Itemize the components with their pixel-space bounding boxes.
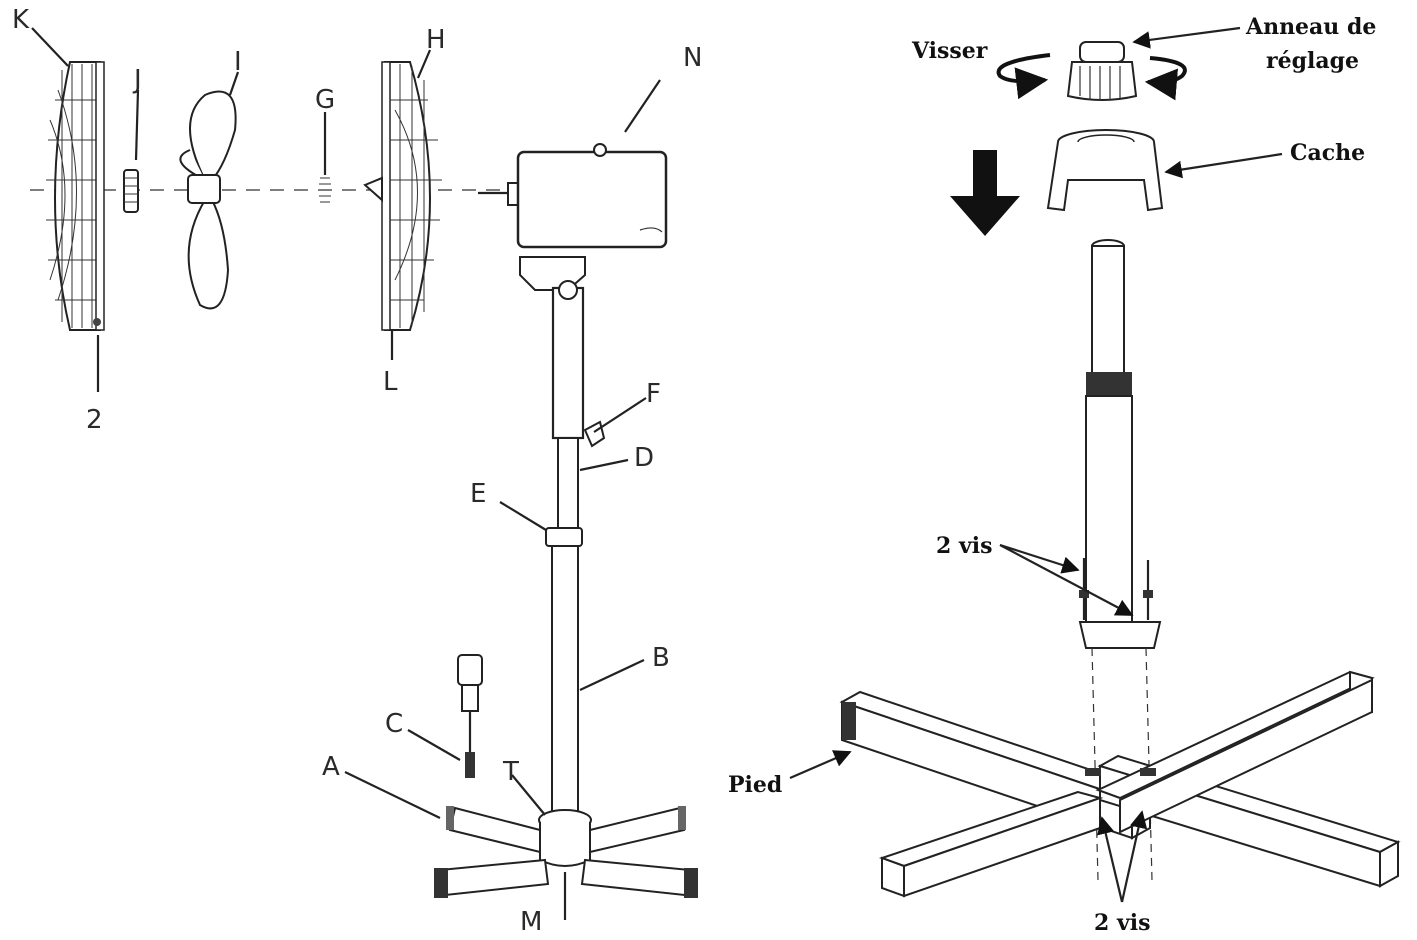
adjustment-ring bbox=[1066, 41, 1138, 101]
front-grille bbox=[46, 61, 105, 331]
vis-top-arrow-1 bbox=[999, 543, 1080, 574]
label-F: F bbox=[646, 379, 661, 409]
height-collar bbox=[545, 527, 583, 547]
label-N: N bbox=[683, 43, 702, 73]
label-E: E bbox=[470, 479, 486, 509]
rear-grille bbox=[363, 61, 442, 331]
label-pied: Pied bbox=[728, 772, 782, 798]
left-leader-lines bbox=[31, 27, 661, 920]
fan-blade bbox=[179, 90, 237, 310]
motor-housing bbox=[478, 143, 668, 291]
rotate-arrow-right bbox=[1144, 56, 1187, 101]
label-2: 2 bbox=[86, 405, 103, 435]
label-D: D bbox=[634, 443, 654, 473]
right-assembly-view: Visser Anneau de réglage Cache 2 vis Pie… bbox=[728, 14, 1401, 936]
label-G: G bbox=[315, 85, 335, 115]
label-visser: Visser bbox=[911, 38, 988, 64]
cross-base bbox=[434, 806, 698, 898]
lower-pole bbox=[551, 545, 579, 817]
upper-pole bbox=[551, 280, 606, 529]
rotate-arrow-left bbox=[996, 53, 1051, 100]
label-B: B bbox=[652, 643, 670, 673]
anneau-arrow bbox=[1132, 26, 1241, 49]
vis-top-arrow-2 bbox=[999, 544, 1134, 616]
label-anneau-line2: réglage bbox=[1266, 48, 1359, 74]
spinner-nut bbox=[123, 169, 139, 213]
cover-cap bbox=[1046, 129, 1164, 212]
down-arrow bbox=[950, 150, 1020, 236]
power-plug bbox=[457, 654, 483, 778]
label-K: K bbox=[12, 5, 30, 35]
label-L: L bbox=[383, 367, 398, 397]
label-M: M bbox=[520, 907, 542, 937]
label-cache: Cache bbox=[1290, 140, 1365, 166]
left-exploded-view: K J I G H N 2 L F D E B C A T M bbox=[12, 5, 702, 937]
cross-foot bbox=[839, 670, 1401, 898]
label-T: T bbox=[502, 757, 519, 787]
vertical-tube bbox=[1078, 239, 1162, 881]
label-I: I bbox=[234, 47, 242, 77]
label-H: H bbox=[426, 25, 446, 55]
label-J: J bbox=[132, 65, 142, 95]
label-A: A bbox=[322, 752, 340, 782]
vis-bottom-arrow-1 bbox=[1097, 816, 1124, 903]
pied-arrow bbox=[789, 750, 852, 780]
label-2-vis-top: 2 vis bbox=[936, 533, 993, 559]
vis-bottom-arrow-2 bbox=[1120, 810, 1148, 903]
grille-nut bbox=[318, 177, 332, 203]
label-2-vis-bottom: 2 vis bbox=[1094, 910, 1151, 936]
label-anneau-line1: Anneau de bbox=[1245, 14, 1376, 40]
cache-arrow bbox=[1164, 152, 1283, 179]
label-C: C bbox=[385, 709, 403, 739]
